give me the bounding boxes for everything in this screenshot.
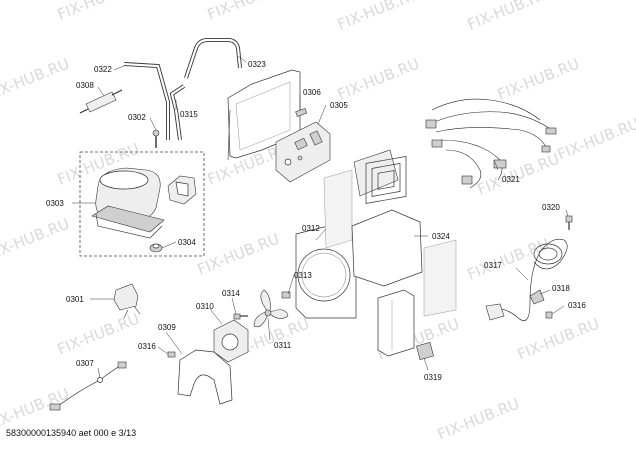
part-0314-screw [233, 313, 248, 320]
label-0315: 0315 [180, 110, 198, 119]
label-0306: 0306 [303, 88, 321, 97]
label-0319: 0319 [424, 373, 442, 382]
label-0307: 0307 [76, 359, 94, 368]
part-0308-filter-drier [79, 89, 123, 114]
watermark: FIX-HUB.RU [435, 395, 522, 444]
watermark: FIX-HUB.RU [195, 230, 282, 279]
watermark: FIX-HUB.RU [0, 385, 72, 434]
part-0316-screw [167, 351, 176, 358]
part-support-bracket [377, 289, 415, 357]
label-0314: 0314 [222, 289, 240, 298]
part-0315-tube [169, 84, 186, 141]
part-0302-screw [152, 129, 160, 148]
label-0320: 0320 [542, 203, 560, 212]
part-0306-clip [295, 108, 308, 117]
label-0301: 0301 [66, 295, 84, 304]
part-0309-motor-bracket [177, 349, 233, 405]
label-0323: 0323 [248, 60, 266, 69]
label-0312: 0312 [302, 224, 320, 233]
watermark: FIX-HUB.RU [335, 0, 422, 34]
label-0321: 0321 [502, 175, 520, 184]
label-0309: 0309 [158, 323, 176, 332]
footer-document-id: 58300000135940 aet 000 e 3/13 [6, 428, 137, 438]
label-0311: 0311 [274, 341, 292, 350]
leader-lines [72, 55, 569, 379]
part-0311-fan-blade [253, 289, 289, 328]
label-0310: 0310 [196, 302, 214, 311]
label-0304: 0304 [178, 238, 196, 247]
part-0305-control-board [275, 121, 331, 183]
part-evaporator-panels [323, 149, 457, 317]
watermark: FIX-HUB.RU [0, 55, 72, 104]
part-0322-tube [123, 62, 170, 140]
part-0320-screw [565, 215, 573, 230]
watermark: FIX-HUB.RU [515, 315, 602, 364]
part-labels: 0322 0308 0323 0306 0305 0302 0315 0303 … [46, 60, 586, 382]
label-0317: 0317 [484, 261, 502, 270]
watermark: FIX-HUB.RU [465, 235, 552, 284]
watermark: FIX-HUB.RU [335, 55, 422, 104]
part-0303-compressor [91, 167, 197, 239]
part-0313-bushing [281, 291, 291, 299]
watermark: FIX-HUB.RU [0, 215, 72, 264]
watermark: FIX-HUB.RU [465, 0, 552, 34]
part-0310-fan-motor [213, 319, 249, 363]
compressor-group-frame [79, 151, 205, 257]
label-0302: 0302 [128, 113, 146, 122]
watermark: FIX-HUB.RU [55, 0, 142, 24]
label-0303: 0303 [46, 199, 64, 208]
part-0301-starter-relay [113, 283, 141, 319]
label-0322: 0322 [94, 65, 112, 74]
label-0308: 0308 [76, 81, 94, 90]
part-0317-power-cord [485, 238, 568, 321]
part-0324-condenser [351, 155, 423, 287]
label-0305: 0305 [330, 101, 348, 110]
label-0324: 0324 [432, 232, 450, 241]
part-0316-screw [545, 311, 553, 319]
watermark: FIX-HUB.RU [205, 0, 292, 24]
watermark: FIX-HUB.RU [495, 55, 582, 104]
label-0316-right: 0316 [568, 301, 586, 310]
label-0316-left: 0316 [138, 342, 156, 351]
part-0321-wiring-harness [425, 98, 557, 189]
label-0313: 0313 [294, 271, 312, 280]
part-0319-relay [416, 342, 434, 360]
part-0304-grommet [149, 243, 163, 253]
label-0318: 0318 [552, 284, 570, 293]
watermark: FIX-HUB.RU [55, 310, 142, 359]
watermark: FIX-HUB.RU [555, 115, 636, 164]
part-0318-clamp [529, 289, 545, 305]
part-0312-fan-shroud [295, 221, 357, 319]
part-0323-tube [184, 38, 242, 79]
part-0307-cable [49, 361, 127, 411]
